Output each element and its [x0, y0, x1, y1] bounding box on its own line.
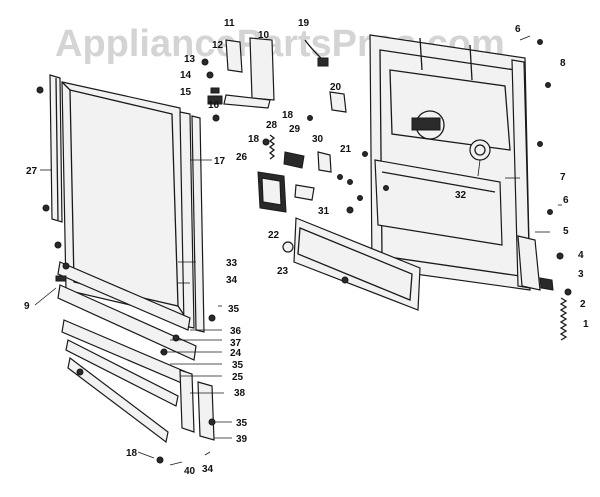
callout-14: 14: [180, 70, 192, 81]
door-spring: [559, 297, 568, 341]
callout-22: 22: [268, 230, 280, 241]
callout-12: 12: [212, 40, 224, 51]
callout-39: 39: [236, 434, 248, 445]
door-spring-small: [262, 134, 276, 160]
callout-17: 17: [214, 156, 226, 167]
bottom-fasteners: [54, 241, 216, 464]
callout-11: 11: [224, 18, 235, 29]
callout-31: 31: [318, 206, 330, 217]
callout-35c: 35: [236, 418, 248, 429]
callout-13: 13: [184, 54, 196, 65]
callout-35b: 35: [232, 360, 244, 371]
callout-21: 21: [340, 144, 352, 155]
callout-19: 19: [298, 18, 310, 29]
callout-9: 9: [24, 301, 30, 312]
callout-38: 38: [234, 388, 246, 399]
callout-6a: 6: [515, 24, 521, 35]
leader-lines: [34, 35, 562, 466]
frame-screws: [307, 39, 553, 215]
callout-8: 8: [560, 58, 566, 69]
callout-18a: 18: [282, 110, 294, 121]
callout-34b: 34: [202, 464, 214, 475]
callout-2: 2: [580, 299, 586, 310]
latch-block: [257, 171, 287, 213]
callout-3: 3: [578, 269, 584, 280]
callout-25: 25: [232, 372, 244, 383]
callout-29: 29: [289, 124, 301, 135]
timer-dial: [411, 110, 491, 161]
right-side-trim: [179, 111, 205, 333]
lower-kick-panel: [293, 217, 421, 311]
callout-33: 33: [226, 258, 238, 269]
vertical-bracket: [179, 369, 215, 441]
callout-36: 36: [230, 326, 242, 337]
callout-28: 28: [266, 120, 278, 131]
callout-18c: 18: [126, 448, 138, 459]
callout-27: 27: [26, 166, 38, 177]
callout-5: 5: [563, 226, 569, 237]
callout-32: 32: [455, 190, 467, 201]
callout-1: 1: [583, 319, 589, 330]
hinge-brackets: [207, 37, 275, 109]
callout-6b: 6: [563, 195, 569, 206]
left-trim-strip: [49, 74, 63, 223]
callout-20: 20: [330, 82, 342, 93]
callout-26: 26: [236, 152, 248, 163]
callout-10: 10: [258, 30, 270, 41]
callout-35a: 35: [228, 304, 240, 315]
washer: [282, 241, 294, 253]
bottom-trim-rails: [57, 261, 197, 444]
callout-18b: 18: [248, 134, 260, 145]
callout-30: 30: [312, 134, 324, 145]
callout-37: 37: [230, 338, 242, 349]
callout-34a: 34: [226, 275, 238, 286]
callout-15: 15: [180, 87, 192, 98]
hinge-arm: [517, 235, 572, 296]
small-fasteners: [36, 58, 220, 212]
latch-assembly: [304, 39, 347, 113]
callout-40: 40: [184, 466, 196, 477]
callout-23: 23: [277, 266, 289, 277]
inner-door-frame: [369, 34, 531, 291]
callout-7: 7: [560, 172, 566, 183]
callout-16: 16: [208, 100, 220, 111]
callout-4: 4: [578, 250, 584, 261]
callout-24: 24: [230, 348, 242, 359]
latch-lever: [283, 151, 354, 214]
callout-labels: 1 2 3 4 5 6 6 7 8 9 10 11 12 13 14 15 16…: [24, 18, 589, 477]
